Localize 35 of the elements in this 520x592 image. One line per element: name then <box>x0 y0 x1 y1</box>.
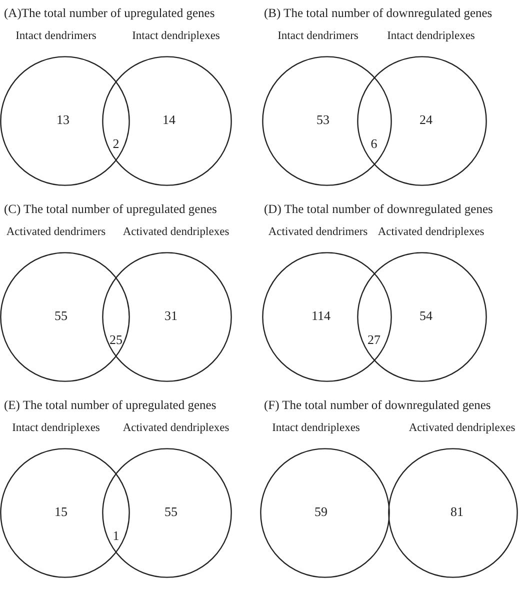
set-name: Activated dendriplexes <box>378 226 484 238</box>
set-count: 53 <box>316 112 330 128</box>
set-count: 14 <box>162 112 176 128</box>
set-name: Activated dendrimers <box>6 226 106 238</box>
set-name: Activated dendrimers <box>268 226 368 238</box>
intersection-count: 27 <box>368 332 380 348</box>
set-count: 114 <box>311 308 331 324</box>
set-count: 59 <box>314 504 328 520</box>
intersection-count: 2 <box>112 136 120 152</box>
panel-title: (D) The total number of downregulated genes <box>264 202 493 217</box>
panel-title: (E) The total number of upregulated genes <box>4 398 216 413</box>
panel-title: (F) The total number of downregulated genes <box>264 398 491 413</box>
intersection-count: 1 <box>112 528 120 544</box>
set-count: 54 <box>420 308 432 324</box>
panel-title: (C) The total number of upregulated genes <box>4 202 217 217</box>
panel-title: (A)The total number of upregulated genes <box>4 6 215 21</box>
set-count: 15 <box>54 504 68 520</box>
panel-title: (B) The total number of downregulated genes <box>264 6 492 21</box>
set-name: Intact dendriplexes <box>387 30 475 42</box>
set-count: 55 <box>54 308 68 324</box>
set-count: 55 <box>164 504 178 520</box>
set-count: 31 <box>164 308 178 324</box>
set-name: Intact dendriplexes <box>272 422 360 434</box>
set-name: Activated dendriplexes <box>122 422 230 434</box>
set-name: Activated dendriplexes <box>122 226 230 238</box>
set-count: 13 <box>56 112 70 128</box>
set-name: Intact dendriplexes <box>132 30 220 42</box>
set-name: Activated dendriplexes <box>408 422 516 434</box>
set-count: 24 <box>420 112 432 128</box>
set-name: Intact dendrimers <box>16 30 96 42</box>
set-count: 81 <box>450 504 464 520</box>
set-name: Intact dendriplexes <box>12 422 100 434</box>
intersection-count: 25 <box>110 332 122 348</box>
intersection-count: 6 <box>370 136 378 152</box>
set-name: Intact dendrimers <box>278 30 358 42</box>
